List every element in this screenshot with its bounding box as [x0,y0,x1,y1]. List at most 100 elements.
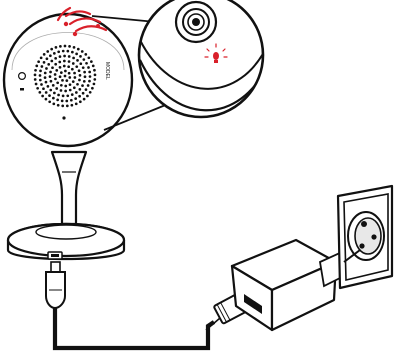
speaker-hole [86,84,90,87]
speaker-hole [68,88,72,92]
speaker-hole [42,53,46,56]
speaker-hole [56,98,59,102]
speaker-hole [77,69,81,73]
speaker-hole [50,47,54,51]
speaker-hole [49,54,52,58]
speaker-hole [76,47,80,51]
speaker-hole [63,54,66,58]
sound-waves-icon [56,6,108,37]
speaker-hole [91,86,94,90]
speaker-hole [75,65,79,69]
speaker-hole [59,45,62,48]
camera-side-label: MODEL [104,62,110,80]
speaker-hole [69,98,73,102]
speaker-hole [55,87,59,90]
speaker-hole [93,78,97,81]
speaker-hole [43,71,47,75]
speaker-hole [80,50,84,53]
speaker-hole [54,62,58,66]
zoom-callout [91,0,265,131]
speaker-hole [58,60,62,64]
speaker-hole [40,83,43,86]
speaker-hole [40,65,44,68]
speaker-hole [56,103,60,107]
speaker-hole [79,100,82,104]
speaker-hole [49,70,52,74]
speaker-hole [61,78,64,82]
power-button-icon [18,71,27,80]
speaker-hole [85,61,88,65]
speaker-hole [78,94,81,98]
speaker-hole [61,49,65,53]
speaker-hole [73,71,76,75]
speaker-hole [82,97,86,101]
speaker-hole [70,67,74,71]
speaker-hole [72,56,75,60]
speaker-hole [54,56,57,60]
speaker-hole [83,70,86,74]
speaker-hole [73,76,77,79]
speaker-hole [56,81,60,85]
speaker-hole [53,73,57,76]
speaker-hole [71,80,75,83]
speaker-hole [48,100,52,104]
speaker-hole [46,50,50,53]
speaker-hole [71,50,74,54]
speaker-hole [88,75,92,78]
speaker-hole [39,69,42,73]
speaker-hole [87,66,90,69]
speaker-hole [88,90,92,94]
speaker-hole [38,90,42,94]
speaker-hole [42,61,46,64]
speaker-hole [78,88,82,91]
speaker-hole [60,99,64,103]
speaker-hole [65,79,69,83]
speaker-hole [42,87,45,91]
speaker-hole [66,49,70,53]
speaker-hole [90,60,93,64]
speaker-hole [59,71,63,74]
speaker-hole [75,52,78,56]
status-light-icon [204,43,228,63]
speaker-hole [48,94,51,97]
speaker-hole [44,97,48,101]
speaker-hole [82,58,86,61]
speaker-hole [52,52,56,55]
speaker-hole [64,84,68,88]
speaker-hole [67,71,71,75]
speaker-hole [38,78,42,82]
speaker-hole [74,102,78,106]
speaker-hole [87,56,91,60]
speaker-hole [58,65,62,69]
camera-neck [50,150,88,226]
speaker-hole [82,79,86,83]
speaker-hole [84,88,88,91]
speaker-hole [92,82,96,86]
speaker-hole [70,103,74,107]
speaker-hole [71,62,75,65]
speaker-hole [58,75,62,79]
speaker-hole [33,78,37,81]
speaker-hole [57,50,61,54]
speaker-hole [63,44,67,48]
speaker-hole [46,85,50,88]
speaker-hole [74,97,78,100]
speaker-hole [39,56,43,60]
speaker-hole [68,83,72,87]
speaker-hole [86,94,89,98]
speaker-hole [44,91,48,94]
speaker-hole [88,70,92,74]
speaker-hole [70,93,74,96]
speaker-hole [33,73,37,77]
speaker-hole [64,89,67,93]
speaker-hole [91,64,95,68]
speaker-hole [78,78,81,82]
speaker-hole [66,94,70,98]
speaker-hole [79,55,82,58]
speaker-hole [81,91,85,95]
speaker-hole [61,104,65,108]
speaker-hole [63,74,67,78]
usb-cable [45,261,257,351]
speaker-hole [43,76,47,79]
